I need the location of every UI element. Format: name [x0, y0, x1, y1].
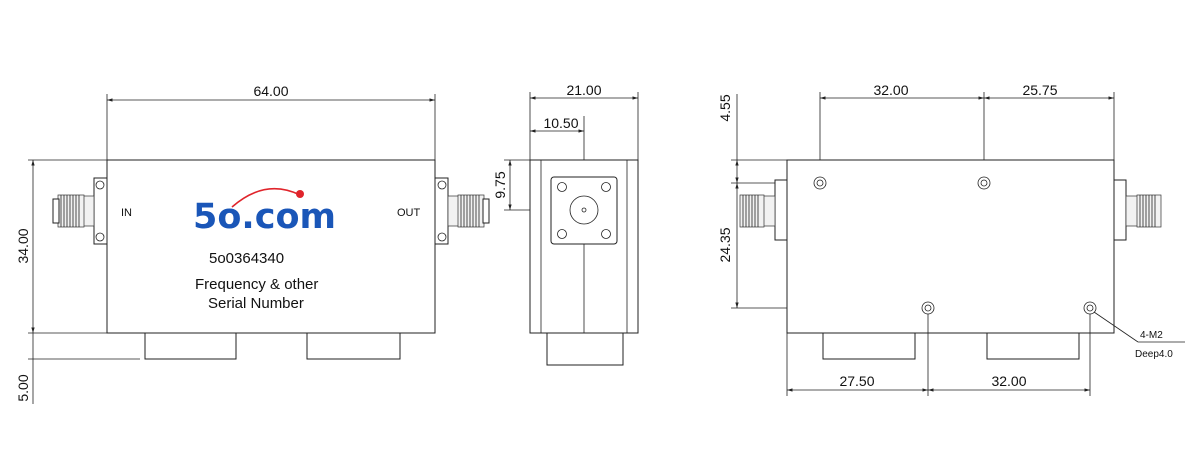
frequency-line: Frequency & other — [195, 276, 318, 293]
side-offset-dimension: 10.50 — [543, 115, 578, 131]
sma-flange-side — [550, 176, 618, 245]
bottom-bottom-right-dimension: 32.00 — [991, 373, 1026, 389]
serial-line: Serial Number — [208, 295, 304, 312]
bottom-top-left-dimension: 32.00 — [873, 82, 908, 98]
bottom-bottom-left-dimension: 27.50 — [839, 373, 874, 389]
front-view: 64.00 34.00 5.00 — [15, 83, 490, 404]
front-height-dimension: 34.00 — [15, 228, 31, 263]
logo-dot — [296, 190, 304, 198]
bottom-left-mid-dimension: 24.35 — [717, 227, 733, 262]
bottom-left-top-dimension: 4.55 — [717, 94, 733, 121]
out-port-label: OUT — [397, 207, 421, 219]
bottom-top-right-dimension: 25.75 — [1022, 82, 1057, 98]
front-width-dimension: 64.00 — [253, 83, 288, 99]
side-view: 21.00 10.50 9.75 — [492, 82, 639, 366]
sma-connector-in — [52, 177, 108, 245]
sma-connector-out — [434, 177, 490, 245]
sma-connector-bottom-left — [739, 179, 788, 241]
mount-hole — [813, 176, 827, 190]
logo-swoosh — [231, 187, 301, 208]
hole-note-leader — [1093, 311, 1139, 343]
hole-note: 4-M2 — [1140, 330, 1163, 341]
depth-note: Deep4.0 — [1135, 349, 1173, 360]
bottom-view: 32.00 25.75 4.55 24.35 — [717, 82, 1185, 396]
side-width-dimension: 21.00 — [566, 82, 601, 98]
mount-foot-side — [546, 332, 624, 366]
company-logo: 5o.com — [193, 197, 336, 237]
model-number: 5o0364340 — [209, 250, 284, 267]
side-height-dimension: 9.75 — [492, 171, 508, 198]
mount-foot-bottom-left — [822, 332, 916, 360]
device-body-bottom — [786, 159, 1115, 334]
sma-connector-bottom-right — [1113, 179, 1162, 241]
mount-foot-bottom-right — [986, 332, 1080, 360]
in-port-label: IN — [121, 207, 132, 219]
mount-hole — [977, 176, 991, 190]
front-bottom-dimension: 5.00 — [15, 374, 31, 401]
mount-foot-right — [306, 332, 401, 360]
mount-foot-left — [144, 332, 237, 360]
